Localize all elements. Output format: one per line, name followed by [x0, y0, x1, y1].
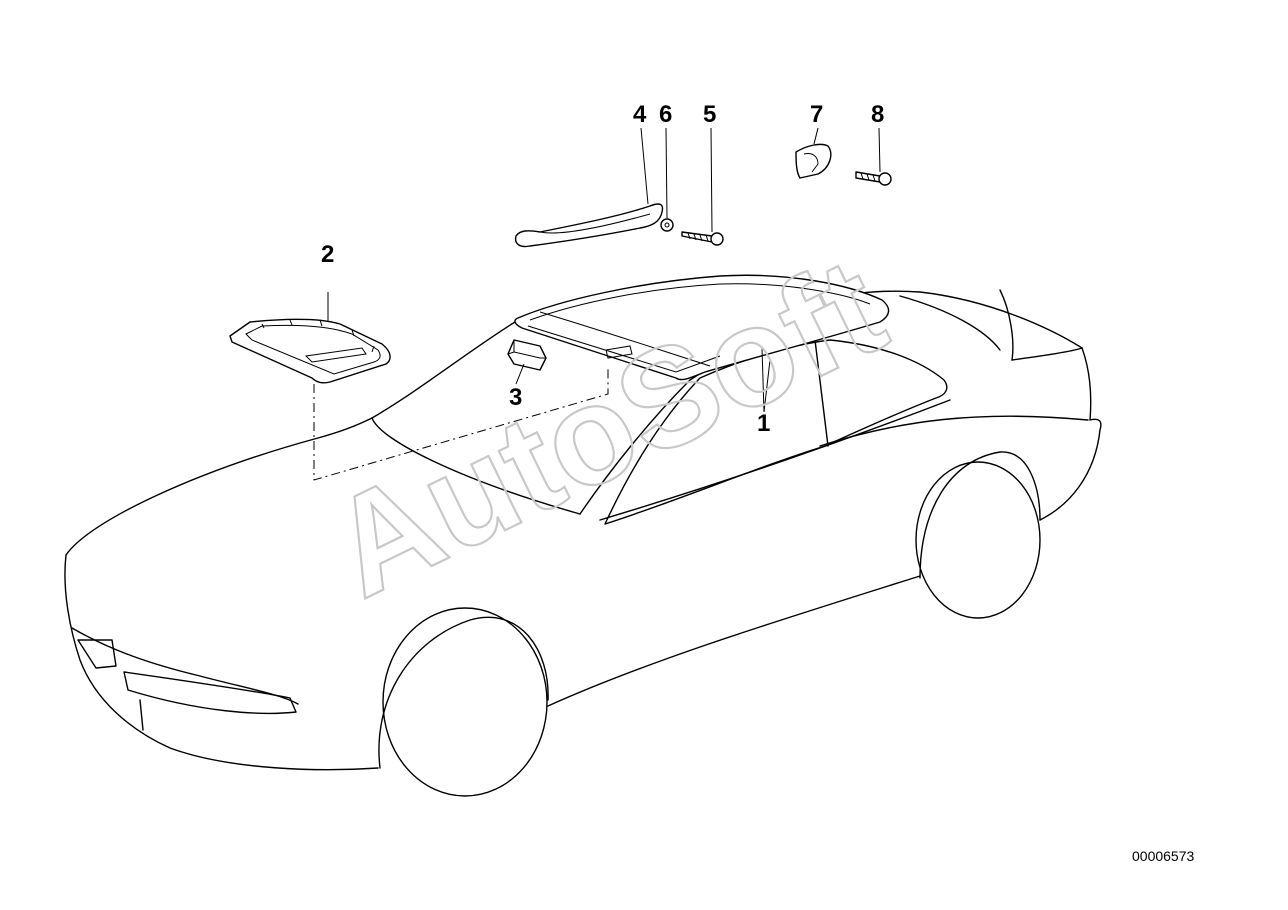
callout-5: 5	[703, 101, 716, 128]
document-number: 00006573	[1132, 848, 1195, 864]
watermark: AutoSoft	[305, 226, 907, 628]
callout-7: 7	[810, 101, 823, 128]
callout-4: 4	[633, 101, 647, 128]
part-2-cover	[229, 318, 391, 384]
callout-8: 8	[871, 101, 884, 128]
svg-text:AutoSoft: AutoSoft	[306, 227, 906, 627]
callout-6: 6	[659, 101, 672, 128]
leader-lines	[327, 127, 881, 413]
installation-dashed-lines	[313, 366, 609, 481]
part-7-cap	[795, 143, 832, 179]
part-5-screw	[681, 231, 724, 246]
callout-3: 3	[509, 384, 522, 411]
part-3-clip	[507, 339, 547, 371]
part-1-sunroof	[514, 274, 890, 381]
part-8-screw	[855, 171, 892, 186]
callout-labels: 1 2 3 4 5 6 7 8	[321, 101, 884, 437]
part-4-grab-handle	[514, 203, 664, 248]
part-6-washer	[660, 218, 674, 232]
callout-2: 2	[321, 241, 334, 268]
callout-1: 1	[757, 410, 770, 437]
